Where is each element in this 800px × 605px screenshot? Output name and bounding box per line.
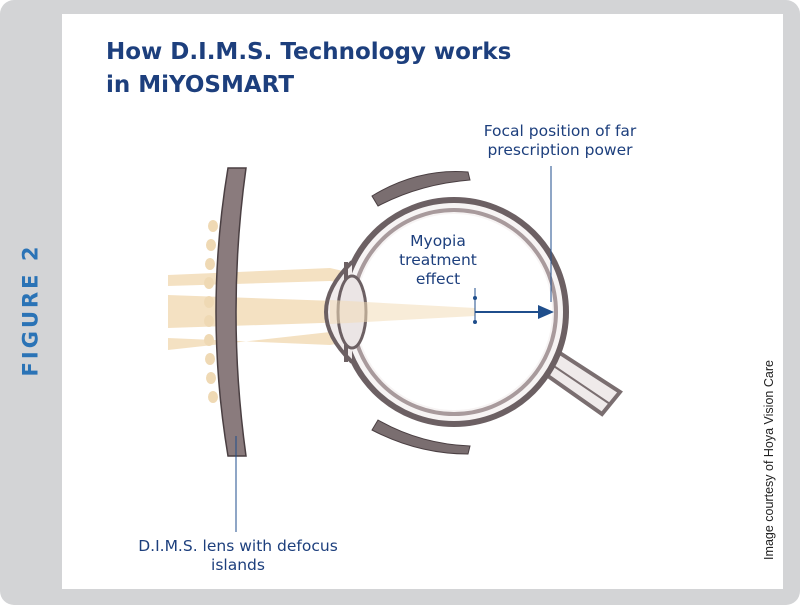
focal-position-line-2: prescription power <box>487 141 633 159</box>
myopia-line-1: Myopia <box>410 232 466 250</box>
figure-title: How D.I.M.S. Technology works in MiYOSMA… <box>106 36 626 102</box>
defocus-island <box>204 277 214 289</box>
defocus-island <box>204 296 214 308</box>
defocus-island <box>204 315 214 327</box>
lens-label: D.I.M.S. lens with defocus islands <box>78 537 398 575</box>
defocus-island <box>208 391 218 403</box>
myopia-line-3: effect <box>415 270 461 288</box>
lens-label-line-1: D.I.M.S. lens with defocus <box>138 537 338 555</box>
myopia-marker-dot-bottom <box>473 320 477 324</box>
dims-lens <box>215 167 247 457</box>
defocus-island <box>206 372 216 384</box>
focal-position-line-1: Focal position of far <box>483 122 637 140</box>
defocus-islands <box>204 220 218 403</box>
myopia-marker-dot-top <box>473 296 477 300</box>
defocus-island <box>205 353 215 365</box>
title-line-2: in MiYOSMART <box>106 72 295 98</box>
defocus-island <box>208 220 218 232</box>
focal-arrow <box>475 305 554 319</box>
defocus-island <box>206 239 216 251</box>
focal-position-label: Focal position of far prescription power <box>430 122 690 160</box>
myopia-treatment-label: Myopia treatment effect <box>378 232 498 289</box>
defocus-island <box>205 258 215 270</box>
upper-defocus-beam <box>168 268 470 300</box>
upper-eyelid <box>371 171 471 207</box>
focal-arrow-head <box>538 305 554 319</box>
image-credit-text: Image courtesy of Hoya Vision Care <box>762 360 776 560</box>
lower-eyelid <box>371 419 471 455</box>
myopia-line-2: treatment <box>399 251 477 269</box>
defocus-island <box>204 334 214 346</box>
beam-through-eye <box>330 300 475 324</box>
title-line-1: How D.I.M.S. Technology works <box>106 39 512 65</box>
lens-label-line-2: islands <box>211 556 265 574</box>
image-credit: Image courtesy of Hoya Vision Care <box>754 340 784 580</box>
